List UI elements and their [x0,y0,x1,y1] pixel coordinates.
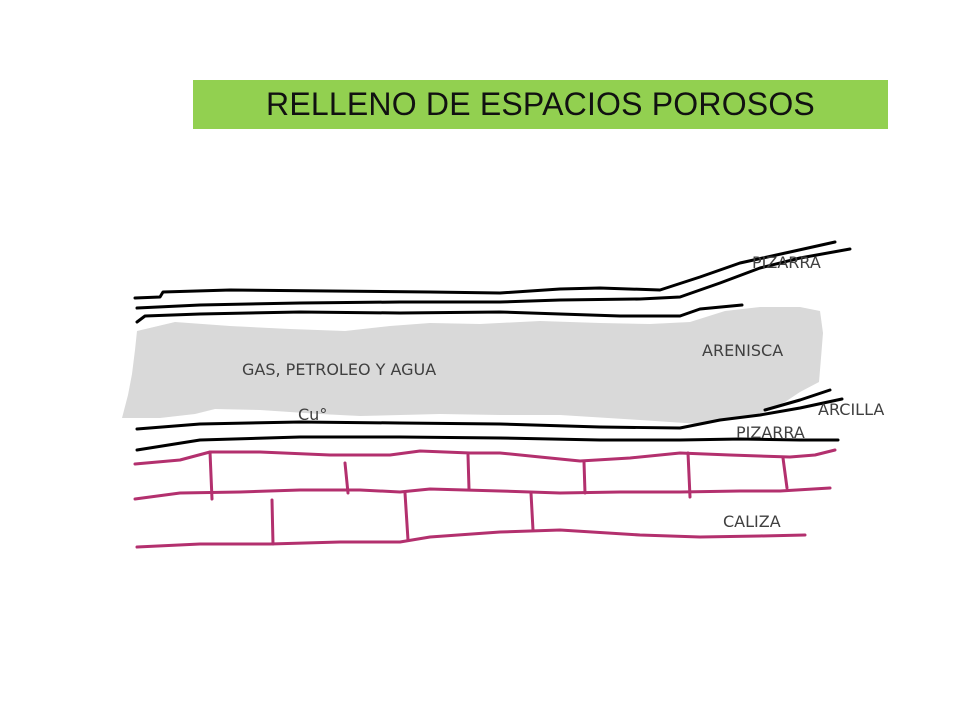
shale-line [135,303,744,324]
shale-line [135,247,852,310]
label-arcilla: ARCILLA [818,400,884,419]
limestone-bed-line [133,486,832,501]
diagram-title: RELLENO DE ESPACIOS POROSOS [266,86,815,122]
shale-line [135,435,840,452]
shale-line [133,240,837,300]
limestone-joint [403,491,410,542]
sandstone-body [122,307,823,424]
label-caliza: CALIZA [723,512,781,531]
label-fluids: GAS, PETROLEO Y AGUA [242,360,436,379]
clay-line [763,388,832,412]
limestone-joint [781,456,789,490]
limestone-joint [529,491,535,532]
label-pizarra-top: PIZARRA [752,253,821,272]
limestone-bed-line [133,448,837,466]
limestone-joint [343,461,350,495]
limestone-joint [582,460,587,495]
limestone-lines [133,448,837,549]
label-cu: Cu° [298,405,327,424]
limestone-joint [686,451,692,499]
label-pizarra-bottom: PIZARRA [736,423,805,442]
label-arenisca: ARENISCA [702,341,783,360]
lower-shale-lines [135,388,844,452]
limestone-joint [208,450,214,501]
limestone-joint [466,453,471,491]
title-banner: RELLENO DE ESPACIOS POROSOS [193,80,888,129]
upper-shale-lines [133,240,852,324]
limestone-joint [270,498,275,546]
limestone-bed-line [135,528,807,549]
shale-line [135,397,844,431]
